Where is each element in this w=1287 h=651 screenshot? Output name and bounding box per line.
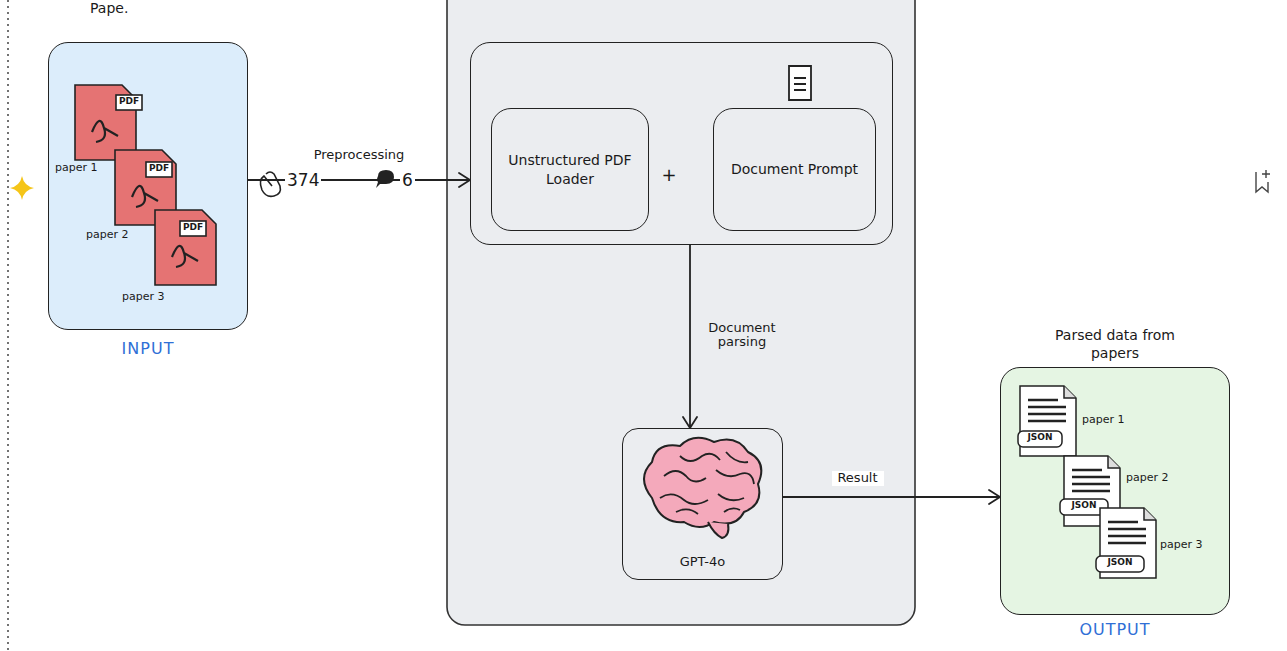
box-heading: OUTPUT xyxy=(1001,620,1229,641)
box-heading: INPUT xyxy=(49,339,247,360)
dotted-margin xyxy=(7,0,9,651)
caption-text: paper 2 xyxy=(1126,472,1169,485)
sparkle-icon xyxy=(10,176,34,200)
box-label: GPT-4o xyxy=(623,554,782,571)
box-heading: Parsed data from papers xyxy=(1050,326,1180,362)
edge-label: Preprocessing xyxy=(307,148,411,163)
edge-label: Result xyxy=(832,471,884,486)
process-box: Unstructured PDF Loader xyxy=(491,108,649,231)
loader-group-box: + Unstructured PDF Loader Document Prompt xyxy=(470,42,893,245)
caption-text: Pape. xyxy=(90,0,128,16)
caption-text: paper 1 xyxy=(55,162,98,175)
icon-tag: JSON xyxy=(1060,500,1108,510)
icon-tag: PDF xyxy=(146,163,172,173)
caption-text: paper 3 xyxy=(1160,539,1203,552)
flow-arrow xyxy=(248,173,470,187)
icon-tag: PDF xyxy=(180,222,206,232)
flow-arrow xyxy=(783,490,1000,504)
caption-text: paper 2 xyxy=(86,229,129,242)
process-box: Document Prompt xyxy=(713,108,876,231)
box-label: Document Prompt xyxy=(719,160,870,178)
flow-arrow xyxy=(683,245,697,428)
pdf-icons xyxy=(75,85,216,285)
counter-number: 374 xyxy=(285,171,321,191)
brain-illustration xyxy=(644,438,761,538)
box-label: Unstructured PDF Loader xyxy=(492,151,648,187)
comment-icon xyxy=(376,170,394,188)
bookmark-icon xyxy=(1256,170,1270,192)
icon-tag: JSON xyxy=(1096,557,1144,567)
caption-text: paper 1 xyxy=(1082,414,1125,427)
clap-icon xyxy=(260,172,280,196)
plus-sign: + xyxy=(657,163,681,186)
icon-tag: PDF xyxy=(116,96,142,106)
caption-text: paper 3 xyxy=(122,291,165,304)
icon-tag: JSON xyxy=(1018,432,1062,442)
prompt-doc-icon xyxy=(789,66,811,100)
pipeline-panel xyxy=(447,0,915,625)
edge-label: Document parsing xyxy=(700,321,784,351)
counter-number: 6 xyxy=(400,171,415,191)
